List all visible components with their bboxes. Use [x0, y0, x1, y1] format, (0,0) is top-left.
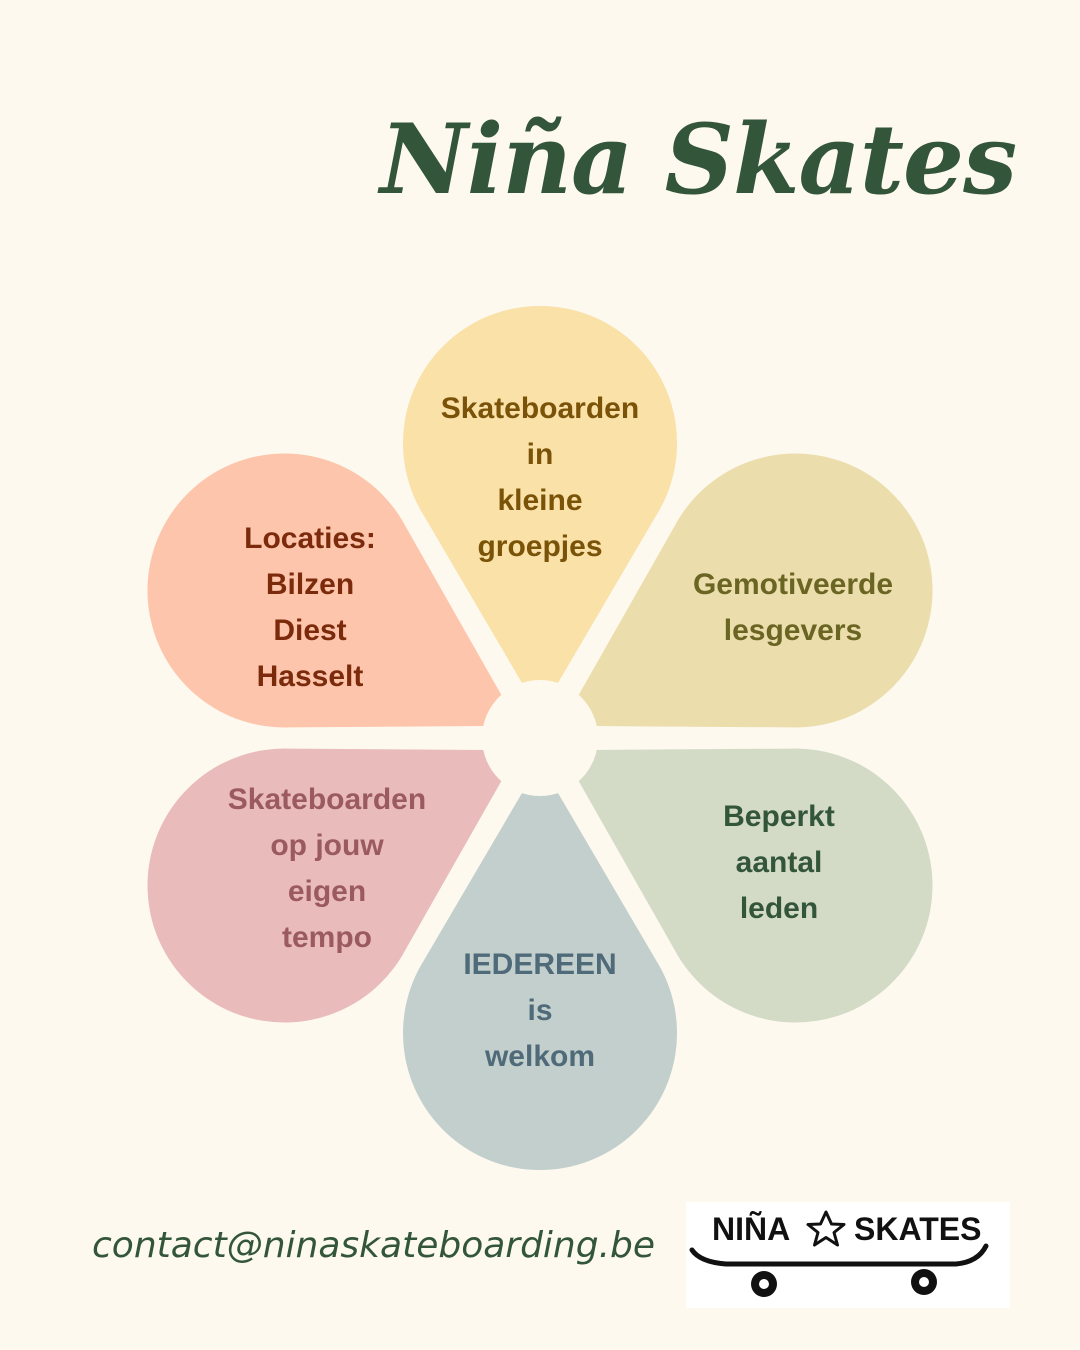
- petal-line: Diest: [273, 614, 346, 647]
- nina-skates-logo: NIÑA SKATES: [686, 1202, 1010, 1308]
- star-icon: [806, 1210, 846, 1247]
- petal-upper-left: [147, 453, 512, 728]
- wheel-hub: [919, 1277, 929, 1287]
- contact-email[interactable]: contact@ninaskateboarding.be: [92, 1225, 656, 1266]
- petal-line: Beperkt: [723, 800, 835, 833]
- petal-line: aantal: [736, 846, 823, 879]
- petal-bottom: [403, 776, 677, 1171]
- petal-line: leden: [740, 892, 818, 925]
- wheel-hub: [759, 1279, 769, 1289]
- skateboard-deck-icon: [689, 1243, 989, 1267]
- page-title: Niña Skates: [380, 103, 1017, 216]
- petal-line: tempo: [282, 921, 372, 954]
- petal-line: Locaties:: [244, 522, 376, 555]
- petal-lower-right: [568, 748, 933, 1023]
- petal-line: Hasselt: [257, 660, 364, 693]
- petal-line: Gemotiveerde: [693, 568, 893, 601]
- petal-line: op jouw: [270, 829, 384, 862]
- petal-label-top: Skateboarden in kleine groepjes: [441, 392, 639, 563]
- petal-line: eigen: [288, 875, 366, 908]
- petal-line: groepjes: [477, 530, 602, 563]
- petal-line: Skateboarden: [228, 783, 426, 816]
- petal-top: [403, 305, 677, 700]
- logo-left-word: NIÑA: [712, 1211, 790, 1247]
- petal-line: is: [527, 994, 552, 1027]
- petal-line: kleine: [497, 484, 582, 517]
- petal-label-lower-left: Skateboarden op jouw eigen tempo: [228, 783, 426, 954]
- petal-line: welkom: [484, 1040, 595, 1073]
- petal-line: in: [527, 438, 554, 471]
- petal-label-bottom: IEDEREEN is welkom: [463, 948, 616, 1073]
- petal-label-lower-right: Beperkt aantal leden: [723, 800, 835, 925]
- flower-center: [482, 680, 598, 796]
- petal-line: Skateboarden: [441, 392, 639, 425]
- petal-line: Bilzen: [266, 568, 354, 601]
- logo-right-word: SKATES: [854, 1211, 981, 1247]
- petal-line: lesgevers: [724, 614, 862, 647]
- petal-lower-left: [147, 748, 512, 1023]
- petal-upper-right: [568, 453, 933, 728]
- petal-line: IEDEREEN: [463, 948, 616, 981]
- petal-label-upper-right: Gemotiveerde lesgevers: [693, 568, 893, 647]
